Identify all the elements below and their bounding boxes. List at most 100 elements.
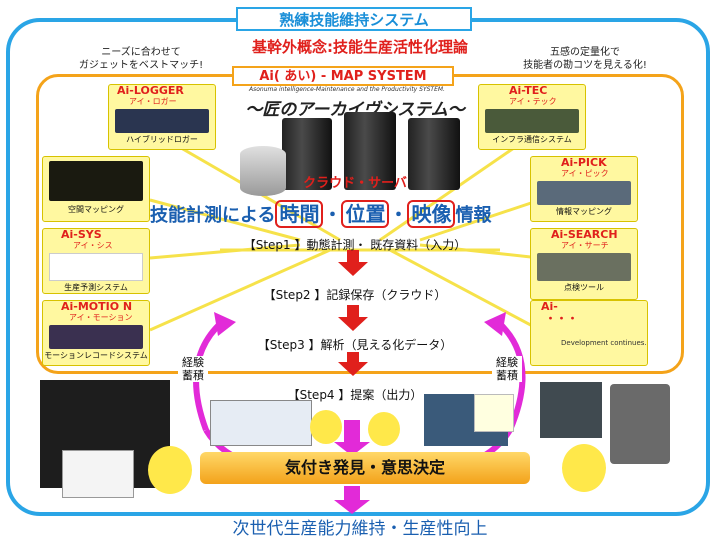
card-ai-tec-caption: インフラ通信システム [492,135,572,144]
mascot-chick-center-right [368,412,400,446]
card-ai-logger-sub: アイ・ロガー [129,97,177,106]
step-2: 【Step2 】記録保存（クラウド） [263,288,447,302]
connector-space [149,198,301,242]
card-ai-search-caption: 点検ツール [564,283,604,292]
experience-arc-right [495,319,526,432]
card-ai-sys-sub: アイ・シス [73,241,113,250]
mascot-chick-right [562,444,606,492]
measure-prefix: 技能計測による [150,205,276,226]
measure-sep-1: ・ [323,205,342,226]
card-ai-more: Ai- ・・・ Development continues. [530,300,648,366]
card-ai-search-sub: アイ・サーチ [561,241,609,250]
step-3: 【Step3 】解析（見える化データ） [257,338,453,352]
card-ai-more-title: Ai- [541,300,558,313]
database-icon [240,146,286,196]
system-title: 熟練技能維持システム [236,7,472,31]
bottom-arrow-head [334,500,370,514]
decision-arrow-shaft [344,420,360,442]
decision-arrow-head [334,442,370,456]
measure-time: 時間 [275,200,324,228]
map-title: Ai( あい) - MAP SYSTEM [232,66,454,86]
measurement-banner: 技能計測による時間・位置・映像情報 [150,198,570,234]
card-ai-sys-chart [49,253,143,281]
server-center [344,112,396,190]
connector-pick [419,198,541,242]
card-ai-sys: Ai-SYS アイ・シス 生産予測システム [42,228,150,294]
card-ai-sys-caption: 生産予測システム [64,283,128,292]
right-note-line2: 技能者の勘コツを見える化! [523,60,647,71]
card-ai-motion: Ai-MOTIO N アイ・モーション モーションレコードシステム [42,300,150,366]
card-ai-pick-title: Ai-PICK [561,156,607,169]
experience-left-line1: 経験 [182,356,204,369]
experience-label-left: 経験 蓄積 [178,356,208,382]
connector-ai [389,248,541,332]
card-ai-pick-sub: アイ・ピック [561,169,609,178]
archive-title: 〜匠のアーカイヴシステム〜 [245,100,465,120]
cloud-server-label: クラウド・サーバ [303,176,407,191]
measure-suffix: 情報 [455,205,492,226]
mascot-chick-center-left [310,410,342,444]
step-arrows [338,250,368,376]
card-ai-motion-sub: アイ・モーション [69,313,133,322]
experience-label-right: 経験 蓄積 [492,356,522,382]
inspection-photo [540,382,602,438]
card-ai-logger-title: Ai-LOGGER [117,84,184,97]
experience-left-line2: 蓄積 [182,369,204,382]
left-note: ニーズに合わせて ガジェットをベストマッチ! [66,46,216,72]
experience-arrow-right [484,312,506,336]
card-ai-pick-photo [537,181,631,205]
concept-title: 基幹外概念:技能生産活性化理論 [251,38,468,56]
bottom-arrow-shaft [344,486,360,502]
measure-position: 位置 [341,200,390,228]
card-ai-more-caption: Development continues. [561,339,647,347]
card-ai-motion-caption: モーションレコードシステム [44,351,148,360]
card-ai-motion-title: Ai-MOTIO N [61,300,133,313]
card-space-mapping-caption: 空間マッピング [68,205,124,214]
experience-arrow-left [214,312,236,336]
card-ai-tec-title: Ai-TEC [509,84,548,97]
step-arrow-2-head [338,317,368,331]
step-arrow-1-shaft [347,250,359,262]
card-ai-pick: Ai-PICK アイ・ピック 情報マッピング [530,156,638,222]
card-ai-logger-photo [115,109,209,133]
analysis-screenshot-1 [210,400,312,446]
step-arrow-3-shaft [347,352,359,362]
step-arrow-2-shaft [347,305,359,317]
card-space-mapping: 空間マッピング [42,156,150,222]
measure-sep-2: ・ [389,205,408,226]
decision-banner: 気付き発見・意思決定 [200,452,530,484]
analysis-note [474,394,514,432]
final-arrows [334,420,370,514]
connector-motion [149,248,331,332]
card-ai-search-title: Ai-SEARCH [551,228,618,241]
map-subtitle: Asonuma intelligence-Maintenance and the… [249,86,445,93]
card-space-mapping-photo [49,161,143,201]
card-ai-search: Ai-SEARCH アイ・サーチ 点検ツール [530,228,638,300]
left-note-line2: ガジェットをベストマッチ! [78,60,204,71]
card-ai-logger: Ai-LOGGER アイ・ロガー ハイブリッドロガー [108,84,216,150]
bottom-goal: 次世代生産能力維持・生産性向上 [232,519,488,539]
card-ai-sys-title: Ai-SYS [61,228,102,241]
card-ai-tec-sub: アイ・テック [509,97,557,106]
right-note-line1: 五感の定量化で [550,47,620,58]
experience-right-line1: 経験 [496,356,518,369]
server-left [282,118,332,190]
smartphone-photo [610,384,670,464]
mascot-chick-left [148,446,192,494]
yellow-connectors [149,128,541,332]
card-ai-search-photo [537,253,631,281]
card-ai-pick-caption: 情報マッピング [556,207,612,216]
experience-right-line2: 蓄積 [496,369,518,382]
left-note-line1: ニーズに合わせて [101,47,181,58]
card-ai-tec: Ai-TEC アイ・テック インフラ通信システム [478,84,586,150]
card-ai-logger-caption: ハイブリッドロガー [126,135,198,144]
step-arrow-1-head [338,262,368,276]
measure-video: 映像 [407,200,456,228]
analysis-chart-image [62,450,134,498]
step-4: 【Step4 】提案（出力） [287,388,423,402]
card-ai-motion-photo [49,325,143,349]
card-ai-tec-photo [485,109,579,133]
step-1: 【Step1 】動態計測・ 既存資料（入力） [243,238,467,252]
card-ai-more-sub: ・・・ [545,312,578,325]
